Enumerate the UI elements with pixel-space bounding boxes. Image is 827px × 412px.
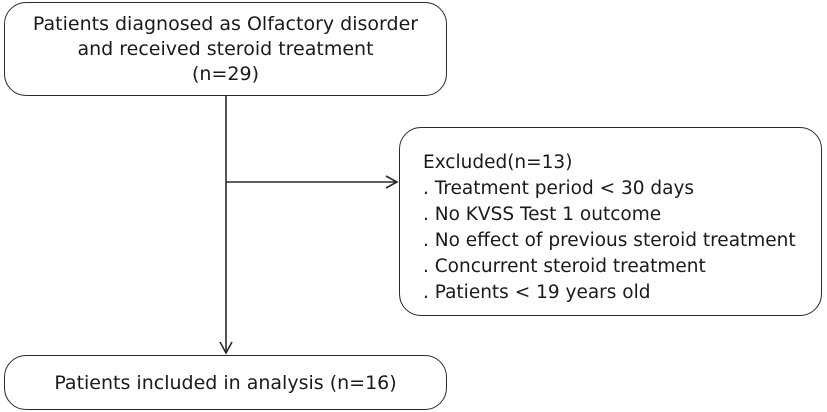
excluded-item-treatment-period: . Treatment period < 30 days: [423, 178, 695, 199]
excluded-item-concurrent: . Concurrent steroid treatment: [423, 256, 706, 277]
enrolled-line-2: and received steroid treatment: [77, 37, 374, 60]
excluded-item-no-kvss: . No KVSS Test 1 outcome: [423, 204, 662, 225]
enrolled-count: (n=29): [192, 62, 259, 85]
excluded-patients-box: Excluded(n=13) . Treatment period < 30 d…: [399, 127, 822, 316]
enrolled-line-1: Patients diagnosed as Olfactory disorder: [32, 12, 419, 35]
enrolled-patients-box: Patients diagnosed as Olfactory disorder…: [4, 2, 447, 96]
included-patients-box: Patients included in analysis (n=16): [4, 355, 447, 410]
excluded-title: Excluded(n=13): [423, 152, 573, 173]
excluded-item-no-effect: . No effect of previous steroid treatmen…: [423, 230, 796, 251]
included-text: Patients included in analysis (n=16): [54, 371, 397, 394]
excluded-item-age: . Patients < 19 years old: [423, 282, 651, 303]
